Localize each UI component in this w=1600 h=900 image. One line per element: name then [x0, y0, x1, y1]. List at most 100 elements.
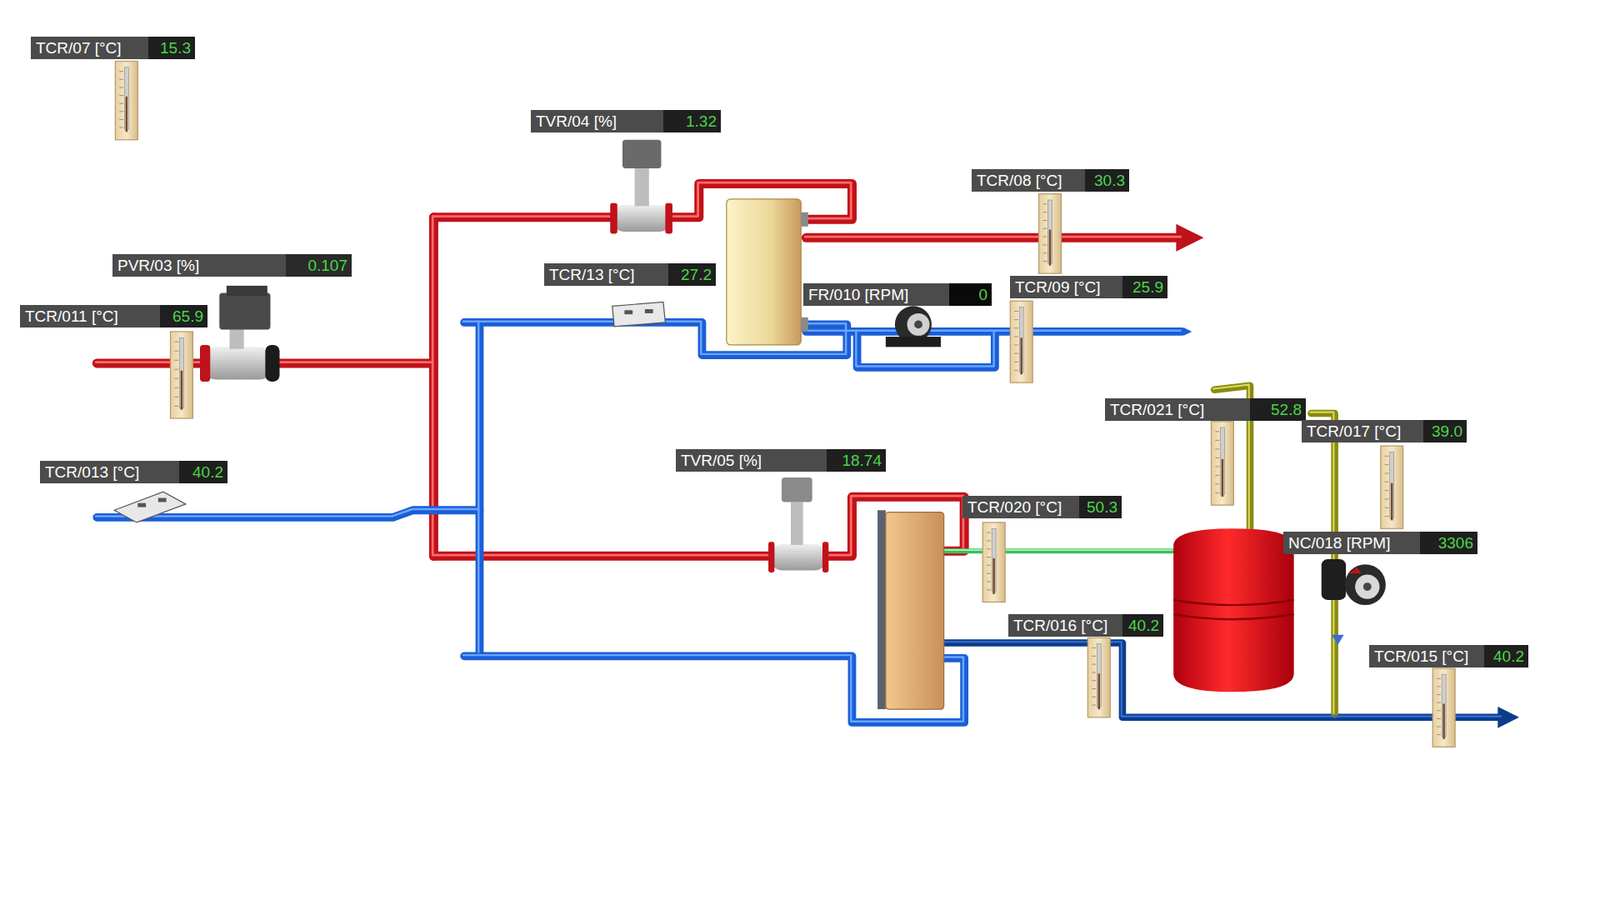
control-valve [226, 285, 268, 296]
thermometer [119, 127, 124, 129]
thermometer [1087, 637, 1110, 718]
thermometer [1042, 228, 1047, 230]
thermometer [119, 70, 124, 72]
tag-value: 25.9 [1122, 275, 1168, 299]
surface-sensor [624, 310, 633, 315]
control-valve [230, 326, 245, 350]
instrument-tag: NC/018 [RPM]3306 [1283, 531, 1478, 555]
thermometer [1215, 465, 1220, 467]
heat-exchanger [726, 199, 809, 345]
thermometer [1210, 421, 1234, 505]
tag-value: 27.2 [668, 263, 716, 286]
instrument-tag: TCR/013 [°C]40.2 [40, 460, 228, 484]
pipe-highlight [477, 321, 480, 653]
thermometer [1385, 507, 1390, 509]
thermometer [1221, 459, 1224, 497]
thermometer [986, 532, 991, 534]
thermometer [986, 573, 991, 575]
thermometer [170, 331, 193, 419]
thermometer [1215, 483, 1220, 485]
control-valve [768, 477, 829, 573]
thermometer [1049, 230, 1051, 266]
thermometer [1014, 310, 1019, 312]
instrument-tag: TCR/09 [°C]25.9 [1010, 275, 1168, 299]
thermometer [1385, 498, 1390, 500]
heat-exchanger [800, 212, 809, 227]
thermometer [982, 522, 1005, 603]
thermometer [1436, 694, 1441, 695]
thermometer [1010, 300, 1033, 383]
thermometer [174, 378, 179, 380]
control-valve [610, 203, 618, 235]
tag-label: PVR/03 [%] [112, 254, 286, 277]
control-valve [635, 168, 650, 206]
thermometer [174, 360, 179, 361]
control-valve [219, 292, 270, 330]
thermometer [1215, 430, 1220, 432]
thermometer [174, 405, 179, 407]
thermometer [1087, 637, 1110, 718]
tag-label: FR/010 [RPM] [803, 283, 950, 306]
instrument-tag: PVR/03 [%]0.107 [112, 254, 352, 277]
tag-value: 15.3 [148, 36, 195, 60]
circulation-pump [1321, 559, 1386, 605]
heat-exchanger [726, 199, 801, 345]
tag-value: 1.32 [663, 110, 721, 133]
surface-sensor [114, 491, 186, 523]
instrument-tag: TVR/04 [%]1.32 [530, 110, 721, 133]
thermometer [174, 350, 179, 352]
thermometer [1042, 236, 1047, 238]
control-valve [822, 541, 829, 573]
thermometer [1215, 492, 1220, 494]
thermometer [1390, 483, 1393, 521]
thermometer [174, 369, 179, 370]
thermometer [1210, 421, 1234, 505]
instrument-tag: TCR/021 [°C]52.8 [1105, 398, 1306, 421]
thermometer [986, 580, 991, 582]
thermometer [115, 60, 138, 140]
instrument-tag: TCR/017 [°C]39.0 [1301, 420, 1467, 443]
return-pipes [95, 321, 1502, 723]
thermometer [119, 110, 124, 112]
thermometer [1385, 481, 1390, 483]
pipe-highlight [942, 549, 1173, 551]
instrument-tag: TCR/020 [°C]50.3 [962, 495, 1122, 519]
surface-sensor [612, 301, 666, 326]
outlet-arrow [1183, 327, 1192, 336]
instrument-tag: TCR/07 [°C]15.3 [30, 36, 195, 60]
circulation-pump [1345, 564, 1386, 605]
thermometer [982, 522, 1005, 603]
thermometer [119, 79, 124, 80]
instrument-tag: TCR/016 [°C]40.2 [1008, 614, 1164, 637]
surface-sensor [612, 301, 666, 326]
pipe-highlight [431, 216, 435, 556]
tag-label: TCR/013 [°C] [40, 460, 180, 484]
thermometer [1436, 726, 1441, 728]
thermometer [174, 396, 179, 398]
thermometer [1014, 370, 1019, 371]
supply-pipes [95, 182, 1182, 556]
thermometer [1042, 203, 1047, 205]
thermometer [1385, 490, 1390, 491]
thermometer [986, 589, 991, 590]
control-valve [790, 501, 804, 545]
tag-value: 65.9 [160, 305, 208, 328]
thermometer [1380, 445, 1404, 529]
thermometer [1042, 260, 1047, 262]
surface-sensor [645, 309, 654, 314]
circulation-pump [1355, 574, 1380, 599]
thermometer [119, 103, 124, 105]
control-valve [265, 345, 280, 382]
thermometer [1014, 361, 1019, 363]
thermometer [986, 565, 991, 566]
return-pipes [857, 331, 995, 368]
control-valve [610, 140, 673, 235]
flow-pump [907, 313, 930, 336]
thermometer [125, 96, 128, 132]
heat-exchanger [885, 512, 945, 710]
thermometer [1215, 457, 1220, 459]
thermometer [1385, 455, 1390, 457]
tag-value: 0 [949, 283, 992, 306]
control-valve [768, 541, 775, 573]
